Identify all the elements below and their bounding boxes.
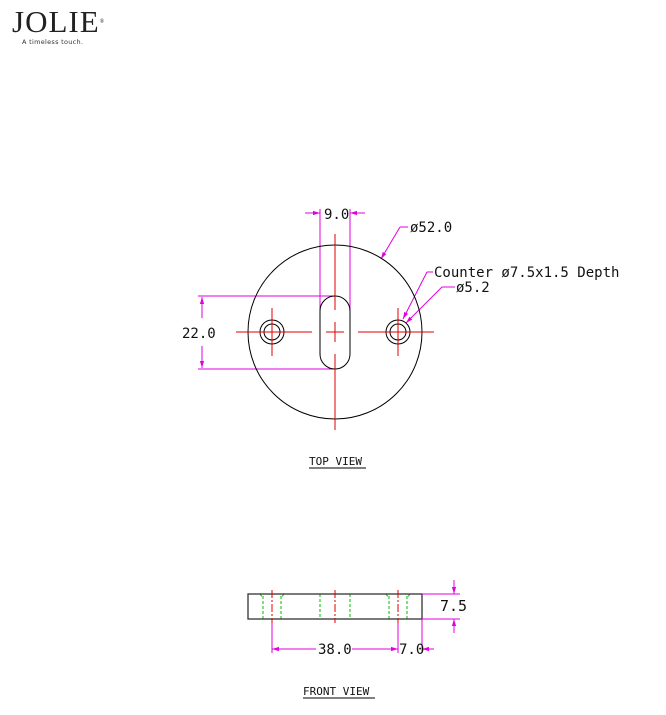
front-view: 7.5 38.0 7.0 FRONT VIEW xyxy=(247,580,467,699)
logo-tagline: A timeless touch. xyxy=(22,38,84,46)
brand-logo: JOLIE® A timeless touch. xyxy=(12,4,106,47)
top-view: 9.0 ø52.0 Counter ø7.5x1.5 Depth ø5.2 22… xyxy=(182,207,619,469)
thickness-label: 7.5 xyxy=(440,597,467,615)
logo-wordmark: JOLIE® xyxy=(12,4,106,39)
slot-width-label: 9.0 xyxy=(324,207,349,223)
top-view-dimensions xyxy=(198,209,455,370)
front-view-dimensions xyxy=(271,580,460,653)
front-view-title: FRONT VIEW xyxy=(303,685,370,698)
slot-length-label: 22.0 xyxy=(182,326,216,342)
hole-spacing-label: 38.0 xyxy=(318,642,352,658)
hole-diameter-label: ø5.2 xyxy=(456,280,490,296)
counterbore-label: Counter ø7.5x1.5 Depth xyxy=(434,265,619,281)
front-view-centerlines xyxy=(271,590,399,623)
top-view-title: TOP VIEW xyxy=(309,455,362,468)
outer-diameter-label: ø52.0 xyxy=(410,220,452,236)
edge-offset-label: 7.0 xyxy=(399,642,424,658)
top-view-centerlines xyxy=(236,234,434,430)
